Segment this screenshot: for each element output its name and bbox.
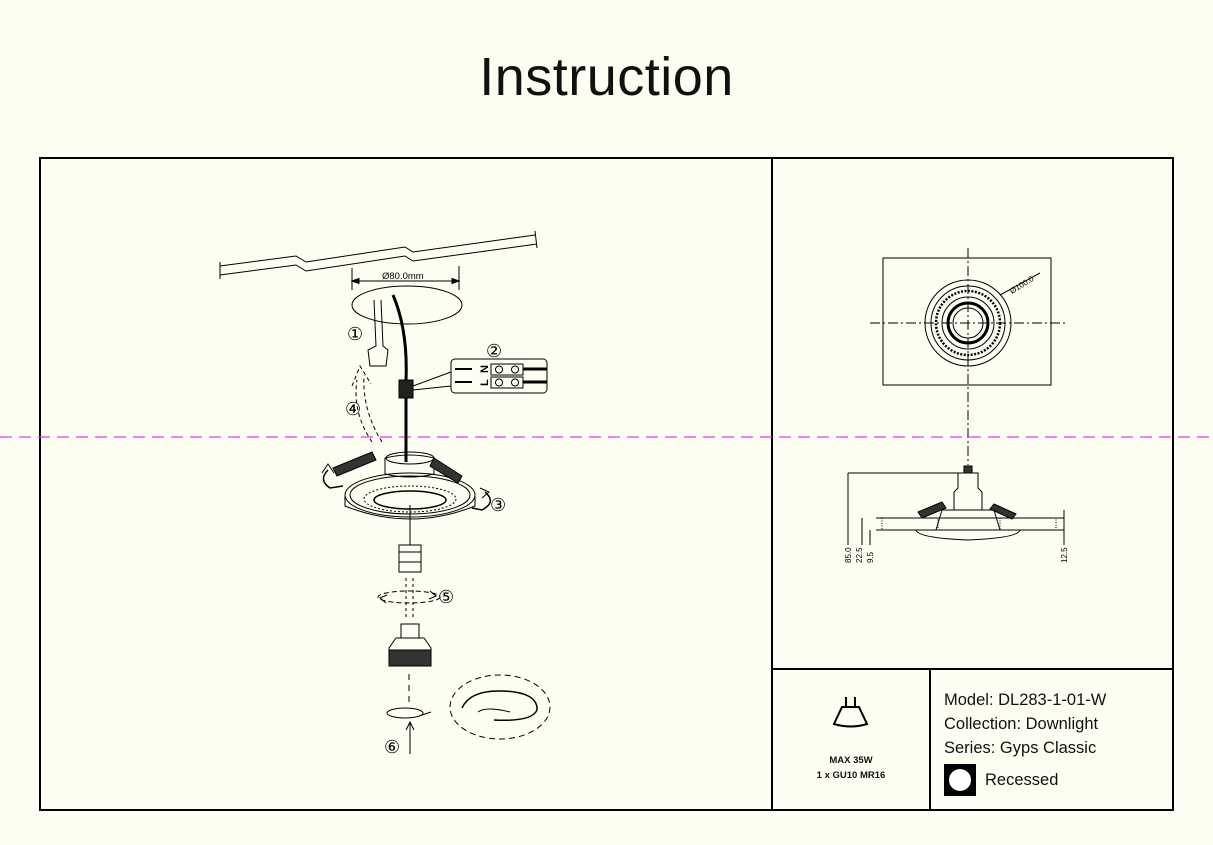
retaining-ring-detail [449,674,551,740]
series-label: Series: Gyps Classic [944,739,1097,757]
installation-diagram [219,230,551,754]
product-info: Model: DL283-1-01-W Collection: Downligh… [944,688,1106,760]
cutout-label: Ø80.0mm [382,271,424,282]
bulb-icon [832,697,869,728]
diameter-label: Ø100.0 [1008,274,1035,296]
socket-label: 1 x GU10 MR16 [816,770,886,781]
height-trim-label: 9.5 [866,551,875,563]
spring-clip [367,299,389,367]
step-4-label: ④ [345,399,361,419]
insert-arrow [363,374,383,443]
terminal-l-label: L [479,379,491,386]
step-3-label: ③ [490,495,506,515]
lamp-socket [398,544,422,573]
frame [39,157,1174,811]
step-1-label: ① [347,324,363,344]
recessed-icon [944,764,976,796]
left-spring [332,451,377,477]
dimension-drawing [847,248,1068,545]
ceiling-cutout [351,285,463,325]
height-body-label: 22.5 [855,547,864,563]
model-label: Model: DL283-1-01-W [944,691,1107,709]
page-title: Instruction [479,47,734,107]
mount-type-label: Recessed [985,770,1059,789]
height-overall-label: 85.0 [844,547,853,563]
retaining-ring [386,707,424,719]
terminal-n-label: N [479,365,491,373]
mains-cable [391,294,408,462]
gu10-bulb [388,623,432,667]
step-2-label: ② [486,341,502,361]
cutout-dimension [350,266,461,290]
step-5-label: ⑤ [438,587,454,607]
terminal-block [412,358,548,394]
max-power-label: MAX 35W [829,755,873,766]
ceiling-thickness-label: 12.5 [1060,547,1069,563]
step-6-label: ⑥ [384,737,400,757]
collection-label: Collection: Downlight [944,715,1099,733]
mount-type: Recessed [944,764,1058,796]
ceiling-panel [219,230,538,279]
right-spring [429,457,463,484]
